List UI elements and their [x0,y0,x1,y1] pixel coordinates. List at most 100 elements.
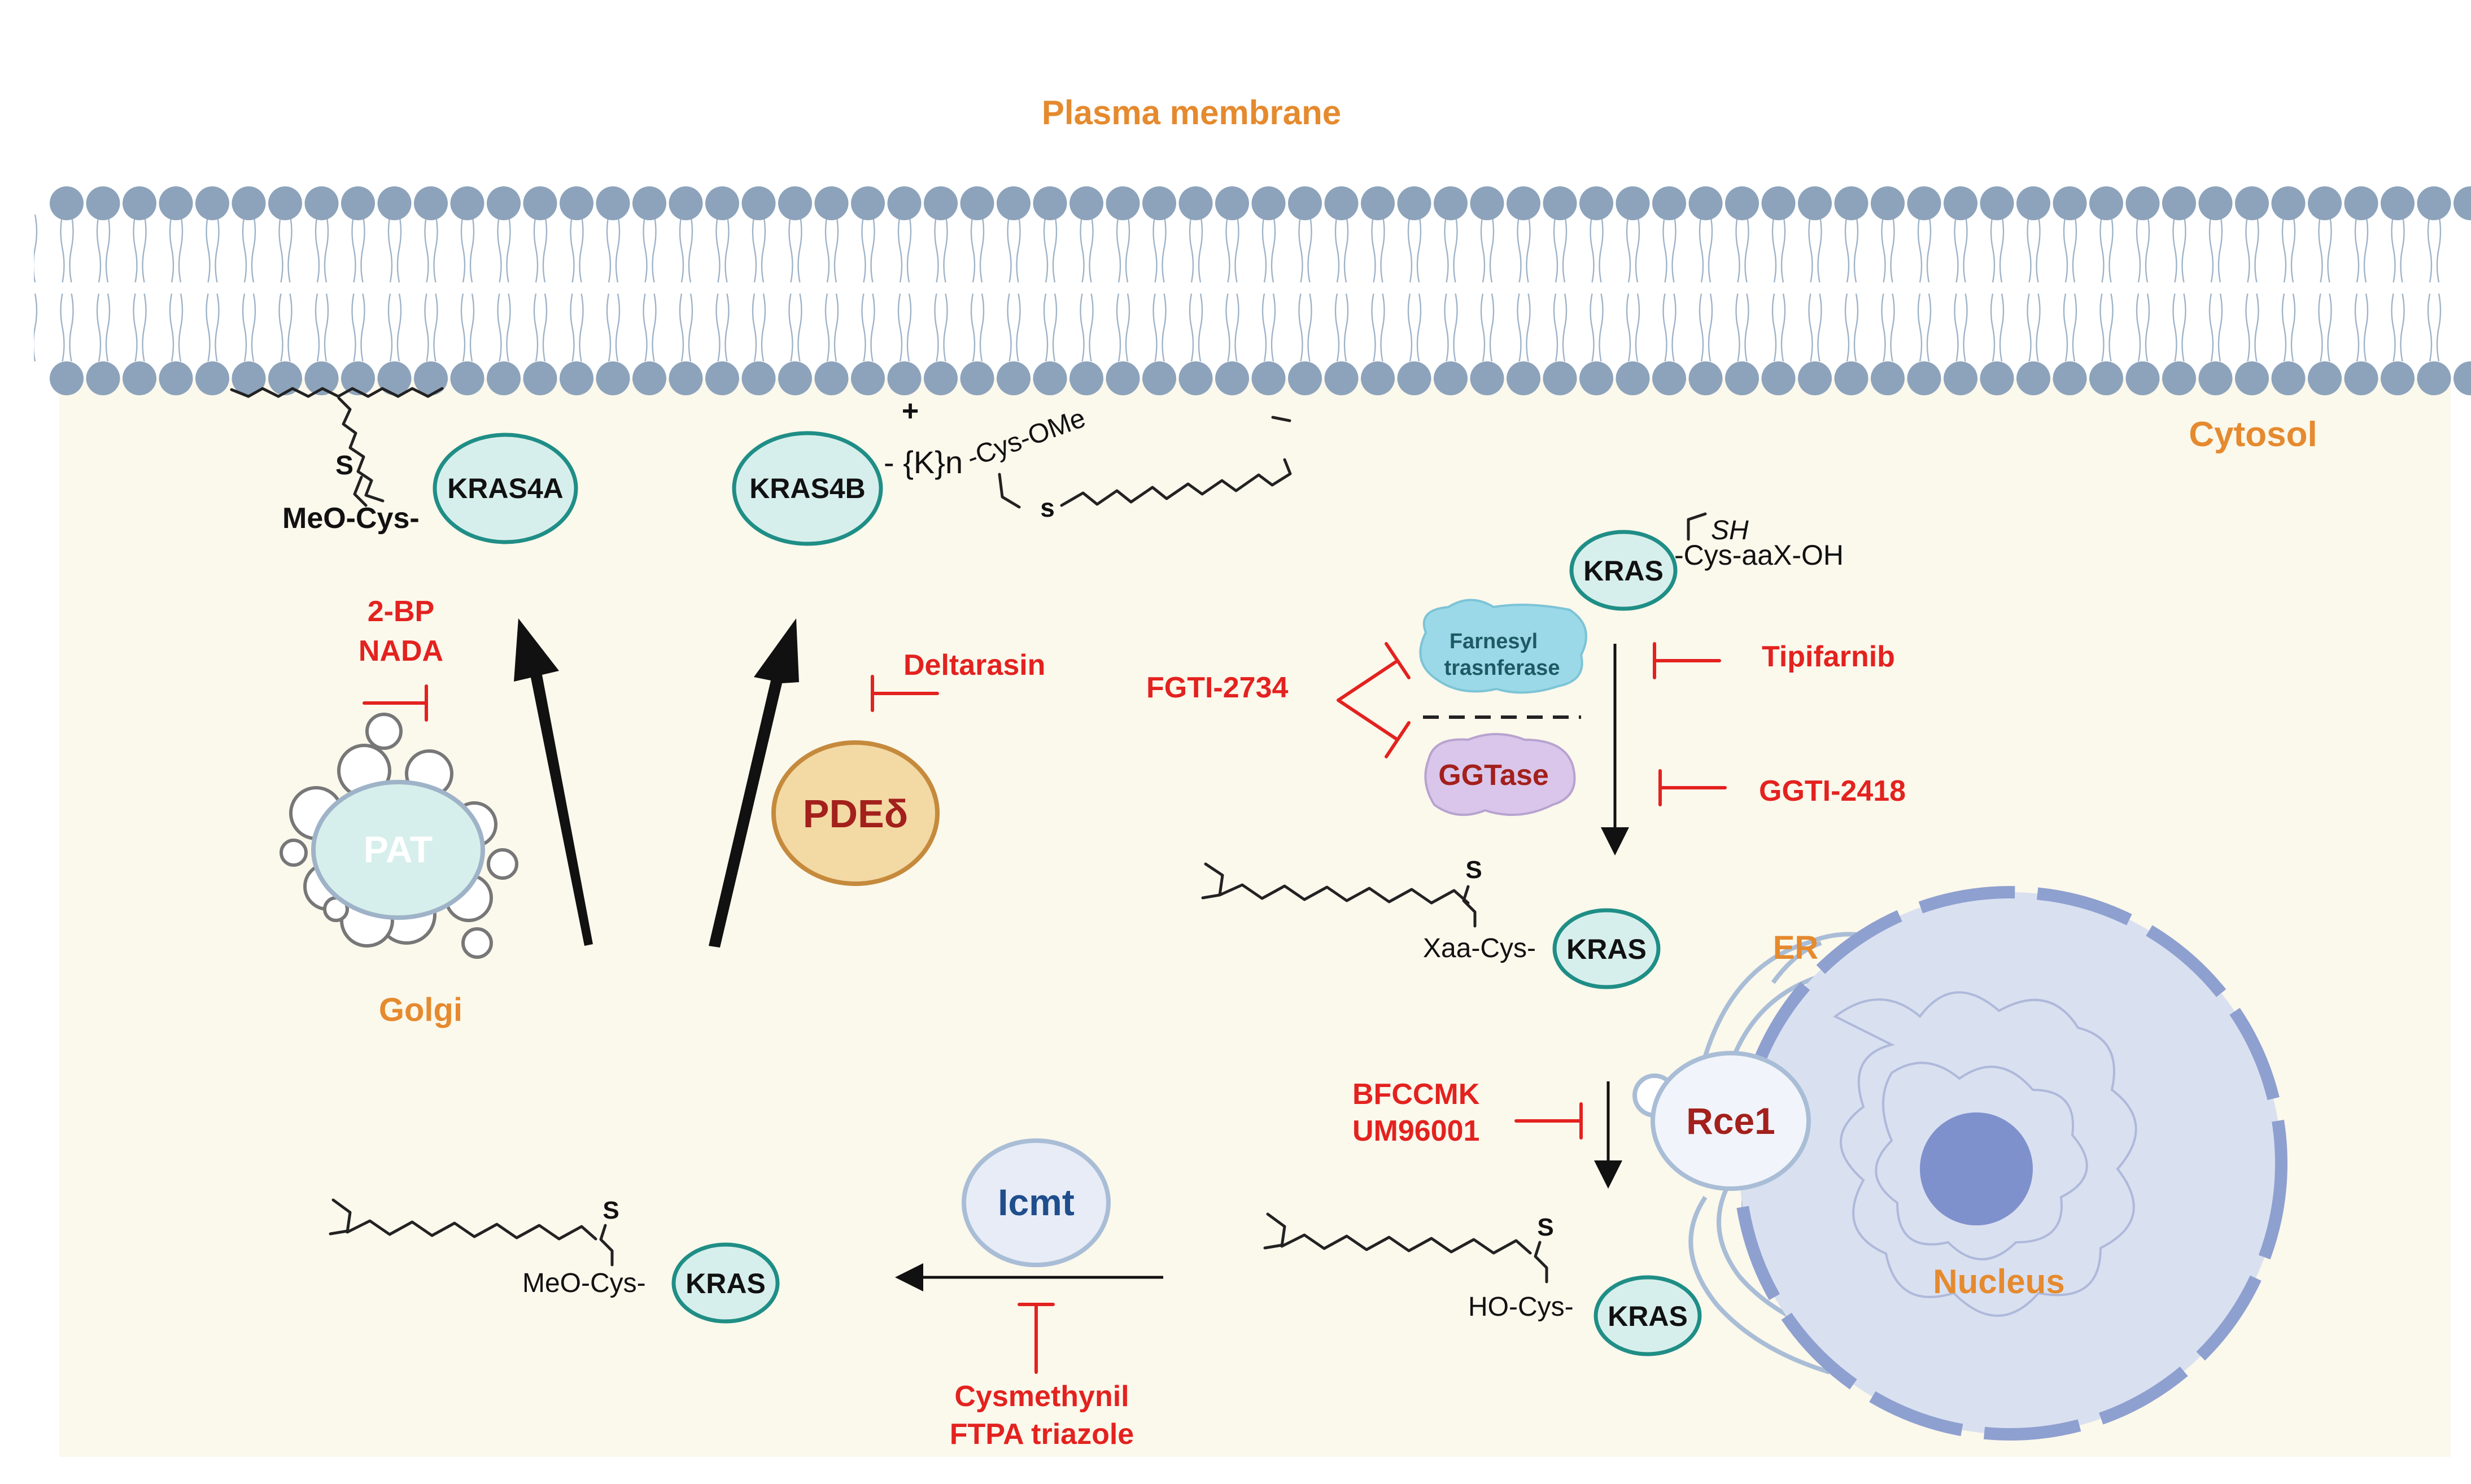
icmt-enzyme [962,1138,1111,1267]
lipid-head-inner [2417,361,2451,395]
inhibit-pde-bar [871,675,939,712]
lipid-head-inner [1652,361,1686,395]
kras4a-s-label: S [335,451,353,481]
lipid-head-outer [1543,186,1577,220]
pdedelta-protein [771,740,940,886]
lipid-head-outer [1579,186,1613,220]
lipid-head-inner [632,361,666,395]
inhibit-pat-bar [363,684,428,722]
kras4b-plus: + [902,395,919,427]
lipid-head-outer [1215,186,1249,220]
lipid-head-outer [1907,186,1941,220]
lipid-head-inner [741,361,776,395]
pat-label: PAT [364,828,433,870]
inhibitor-fgti: FGTI-2734 [1146,671,1288,704]
lipid-head-outer [2016,186,2050,220]
kras-cleaved-label: KRAS [1608,1300,1688,1332]
lipid-head-inner [2235,361,2269,395]
farnesyl-transferase [1419,599,1587,694]
lipid-head-inner [2308,361,2342,395]
lipid-head-inner [1579,361,1613,395]
lipid-head-outer [1069,186,1103,220]
lipid-head-inner [1106,361,1140,395]
lipid-head-inner [1251,361,1286,395]
lipid-head-inner [1688,361,1723,395]
lipid-head-inner [2053,361,2087,395]
inhibit-fgti-bracket [1337,642,1411,758]
lipid-head-inner [1470,361,1504,395]
lipid-head-inner [1033,361,1067,395]
kras-unprocessed-label: KRAS [1583,555,1664,587]
lipid-head-outer [924,186,958,220]
pdedelta-label: PDEδ [803,792,908,836]
lipid-head-outer [2053,186,2087,220]
lipid-head-inner [669,361,703,395]
lipid-head-inner [960,361,994,395]
lipid-head-outer [1871,186,1905,220]
lipid-head-inner [1069,361,1103,395]
lipid-head-outer [123,186,156,220]
xaa-s-label: S [1465,856,1482,884]
lipid-head-outer [814,186,849,220]
lipid-head-outer [2125,186,2160,220]
lipid-head-outer [195,186,229,220]
lipid-head-inner [268,361,302,395]
ggtase-enzyme [1424,733,1576,816]
membrane-heads [50,186,2471,395]
lipid-head-inner [1215,361,1249,395]
lipid-head-outer [1434,186,1468,220]
lipid-head-outer [1470,186,1504,220]
lipid-head-outer [778,186,812,220]
lipid-head-inner [195,361,229,395]
lipid-head-outer [2162,186,2196,220]
lipid-head-inner [1834,361,1868,395]
lipid-head-outer [1324,186,1359,220]
lipid-head-outer [450,186,484,220]
lipid-head-inner [1871,361,1905,395]
golgi-label: Golgi [379,992,462,1028]
lipid-head-outer [2344,186,2378,220]
lipid-head-inner [778,361,812,395]
ho-s-label: S [1537,1214,1553,1241]
lipid-head-inner [705,361,739,395]
nucleus-label: Nucleus [1933,1263,2064,1300]
inhibit-ggti-bar [1658,769,1727,806]
lipid-head-inner [1507,361,1540,395]
icmt-label: Icmt [998,1181,1075,1223]
sh-label: SH [1711,516,1749,545]
lipid-head-outer [851,186,885,220]
inhibitor-cysmethynil: Cysmethynil [954,1380,1129,1413]
lipid-head-inner [1761,361,1796,395]
kras4a-protein [433,433,578,544]
lipid-head-outer [1688,186,1723,220]
lipid-head-outer [1033,186,1067,220]
lipid-head-outer [86,186,120,220]
kras4b-s-label: s [1040,493,1055,522]
lipid-head-outer [1652,186,1686,220]
arrow-golgi-to-kras4a [514,618,593,946]
lipid-head-outer [2381,186,2415,220]
kras-farnesylated-label: KRAS [1566,933,1647,965]
meo-cys-final-label: MeO-Cys- [522,1268,646,1298]
lipid-head-inner [50,361,84,395]
lipid-head-outer [1251,186,1286,220]
kras4a-meo-cys: MeO-Cys- [282,502,420,535]
farnesyl-chain-2 [1263,1212,1532,1255]
lipid-head-outer [1142,186,1176,220]
kras-cleaved [1594,1275,1702,1356]
lipid-head-outer [596,186,630,220]
lipid-head-outer [1834,186,1868,220]
cys-aax-label: -Cys-aaX-OH [1674,539,1844,571]
er-label: ER [1773,929,1819,966]
lipid-head-inner [1944,361,1977,395]
lipid-head-outer [487,186,521,220]
plasma-membrane-label: Plasma membrane [1042,94,1341,132]
inhibit-tipifarnib-bar [1653,642,1721,679]
lipid-head-inner [997,361,1031,395]
kras4b-complex: KRAS4B + - {K}n -Cys-OMe s [732,395,1292,546]
lipid-head-outer [560,186,593,220]
kras4b-protein [732,431,883,546]
lipid-head-outer [1106,186,1140,220]
kras4b-kn: - {K}n [884,444,963,480]
